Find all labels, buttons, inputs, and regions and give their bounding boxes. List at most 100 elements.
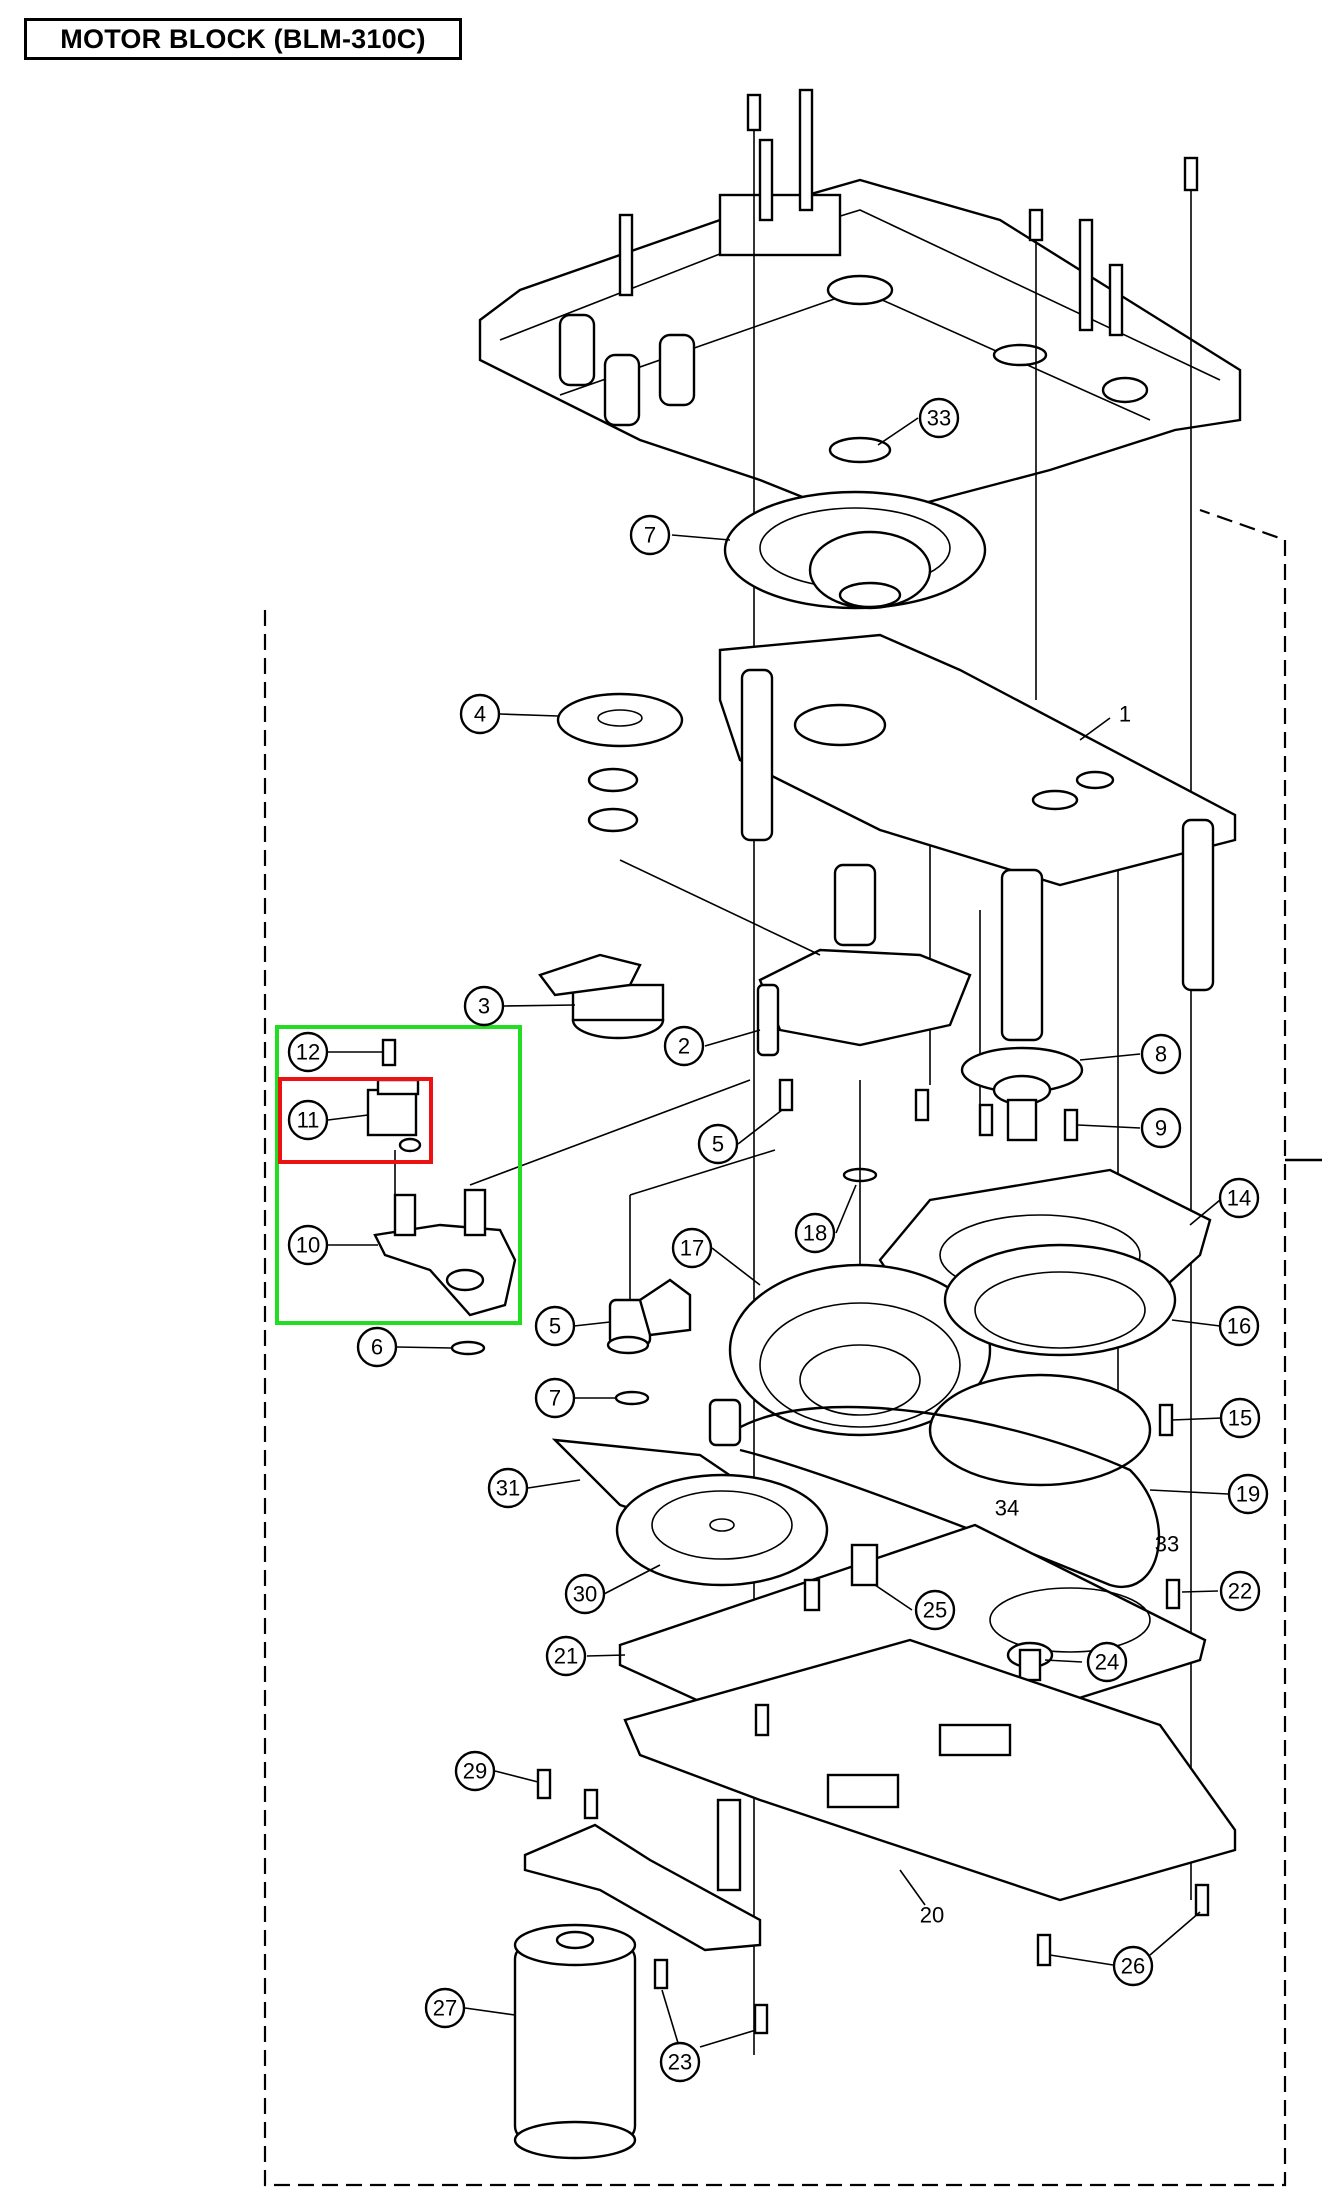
pillar-mid [1000, 868, 1044, 1042]
svg-text:22: 22 [1228, 1579, 1252, 1604]
leader-19 [835, 1184, 857, 1234]
callout-29: 29 [454, 1750, 496, 1792]
screw-23-right [1165, 1578, 1181, 1610]
callout-30: 30 [564, 1573, 606, 1615]
motor-pinion [708, 1398, 742, 1447]
part-24-connector [1006, 1641, 1054, 1682]
callout-14: 12 [287, 1031, 329, 1073]
callout-23-bottom: 23 [659, 2041, 701, 2083]
top-screw-3 [1028, 208, 1044, 242]
svg-text:2: 2 [678, 1034, 690, 1059]
svg-text:5: 5 [712, 1132, 724, 1157]
part-4-gear [556, 692, 684, 833]
leader-27 [464, 2007, 516, 2016]
leader-8 [671, 534, 731, 541]
callout-2: 2 [663, 1025, 705, 1067]
screw-14 [381, 1038, 397, 1067]
screw-mid-b [978, 1103, 994, 1137]
part-27-motor [513, 1923, 637, 2160]
leader-21 [899, 1869, 926, 1906]
part-1-plate [718, 633, 1237, 887]
leader-23-bottom-b [699, 2029, 757, 2048]
label-21: 20 [920, 1903, 944, 1928]
part-8-gear [723, 490, 987, 610]
svg-text:9: 9 [1155, 1116, 1167, 1141]
svg-text:29: 29 [463, 1759, 487, 1784]
washer-7-lower [614, 1390, 650, 1406]
callout-31: 31 [487, 1467, 529, 1509]
part-21-base-plate [623, 1638, 1237, 1902]
leader-20 [1149, 1489, 1229, 1495]
callout-16: 15 [1219, 1397, 1261, 1439]
leader-23-right [1181, 1590, 1219, 1593]
callout-20: 19 [1227, 1473, 1269, 1515]
screw-mid-a [914, 1088, 930, 1122]
part-13-sensor [366, 1078, 422, 1153]
callout-23-right: 22 [1219, 1570, 1261, 1612]
pillar-right [1181, 818, 1215, 992]
top-chassis [478, 88, 1242, 522]
pillar-left [740, 668, 774, 842]
part-12-link [469, 1079, 751, 1186]
part-17-flywheel [943, 1243, 1177, 1357]
callout-11: 9 [1140, 1107, 1182, 1149]
leader-11 [1077, 1124, 1141, 1129]
svg-text:11: 11 [297, 1108, 320, 1133]
screw-29 [536, 1768, 552, 1800]
part-6-arm [606, 1278, 692, 1355]
leader-29 [494, 1770, 539, 1783]
svg-text:27: 27 [433, 1996, 457, 2021]
svg-text:3: 3 [478, 994, 490, 1019]
diagram-title: MOTOR BLOCK (BLM-310C) [24, 18, 462, 60]
svg-text:21: 21 [554, 1644, 578, 1669]
leader-9 [877, 417, 919, 446]
callout-12: 10 [287, 1224, 329, 1266]
svg-text:33: 33 [927, 406, 951, 431]
leader-26-b [1149, 1911, 1201, 1956]
callout-7-upper: 6 [356, 1326, 398, 1368]
svg-text:10: 10 [296, 1233, 320, 1258]
svg-text:25: 25 [923, 1598, 947, 1623]
svg-text:12: 12 [296, 1040, 320, 1065]
leader-31 [527, 1479, 581, 1489]
leader-15 [1189, 1199, 1221, 1226]
screw-26-left [1036, 1933, 1052, 1967]
leader-13 [327, 1114, 369, 1121]
pillar-center [833, 863, 877, 947]
top-screw-1 [746, 93, 762, 132]
leader-17 [1171, 1319, 1221, 1327]
callout-27: 27 [424, 1987, 466, 2029]
label-33: 33 [1155, 1532, 1179, 1557]
callout-17: 16 [1218, 1305, 1260, 1347]
callout-9: 33 [918, 397, 960, 439]
screw-11 [1063, 1108, 1079, 1142]
svg-text:23: 23 [668, 2050, 692, 2075]
svg-text:15: 15 [1228, 1406, 1252, 1431]
washer-7-upper [450, 1340, 486, 1356]
leader-23-bottom-a [661, 1989, 679, 2044]
screw-21-a [754, 1703, 770, 1737]
svg-text:30: 30 [573, 1582, 597, 1607]
callout-4: 4 [459, 693, 501, 735]
part-12-lever [373, 1188, 517, 1317]
svg-text:5: 5 [549, 1314, 561, 1339]
leader-16 [1171, 1417, 1223, 1421]
callout-19: 18 [794, 1212, 836, 1254]
callout-13: 11 [287, 1099, 329, 1141]
part-6-link-b [629, 1149, 776, 1196]
callout-10: 8 [1140, 1033, 1182, 1075]
part-10-flange [960, 1046, 1084, 1142]
callout-7-lower: 7 [534, 1377, 576, 1419]
screw-5 [778, 1078, 794, 1112]
leader-30 [603, 1564, 661, 1595]
part-2-bracket [756, 948, 972, 1057]
leader-24 [1044, 1659, 1083, 1663]
svg-text:17: 17 [680, 1236, 704, 1261]
svg-text:6: 6 [371, 1335, 383, 1360]
callout-5: 5 [697, 1123, 739, 1165]
pulley-under [928, 1373, 1152, 1487]
svg-text:18: 18 [803, 1221, 827, 1246]
leader-7-upper [396, 1346, 453, 1349]
